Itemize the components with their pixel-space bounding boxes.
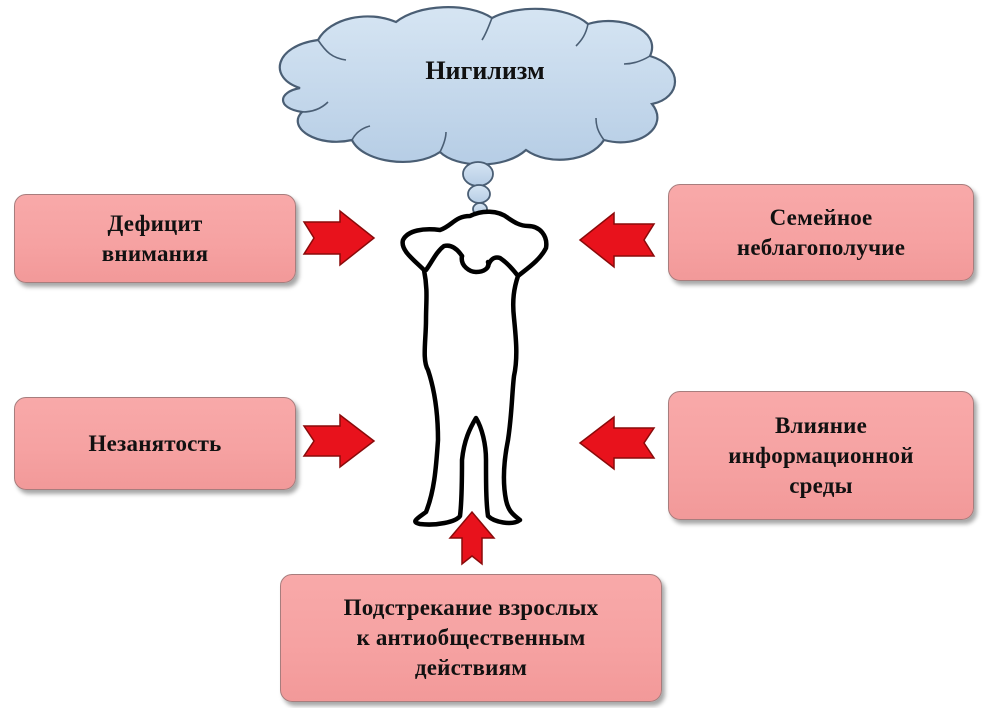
factor-label: Незанятость bbox=[88, 430, 222, 456]
left-arrow-icon bbox=[578, 415, 656, 471]
factor-label: Дефицит внимания bbox=[101, 210, 209, 266]
right-arrow-icon bbox=[302, 209, 376, 267]
factor-label: Семейное неблагополучие bbox=[736, 204, 906, 260]
cloud-icon bbox=[278, 6, 677, 166]
cloud-title: Нигилизм bbox=[425, 56, 545, 85]
factor-label: Подстрекание взрослых к антиобщественным… bbox=[343, 595, 599, 680]
factor-box-media-influence: Влияние информационной среды bbox=[668, 391, 974, 520]
thought-bubble-icon bbox=[462, 161, 494, 216]
factor-box-family-problems: Семейное неблагополучие bbox=[668, 184, 974, 281]
left-arrow-icon bbox=[578, 211, 656, 269]
up-arrow-icon bbox=[448, 510, 496, 566]
stressed-person-icon bbox=[400, 209, 549, 527]
factor-box-adult-incitement: Подстрекание взрослых к антиобщественным… bbox=[280, 574, 662, 702]
right-arrow-icon bbox=[302, 413, 376, 469]
factor-label: Влияние информационной среды bbox=[728, 412, 914, 498]
factor-box-unemployment: Незанятость bbox=[14, 397, 296, 490]
factor-box-attention-deficit: Дефицит внимания bbox=[14, 194, 296, 283]
